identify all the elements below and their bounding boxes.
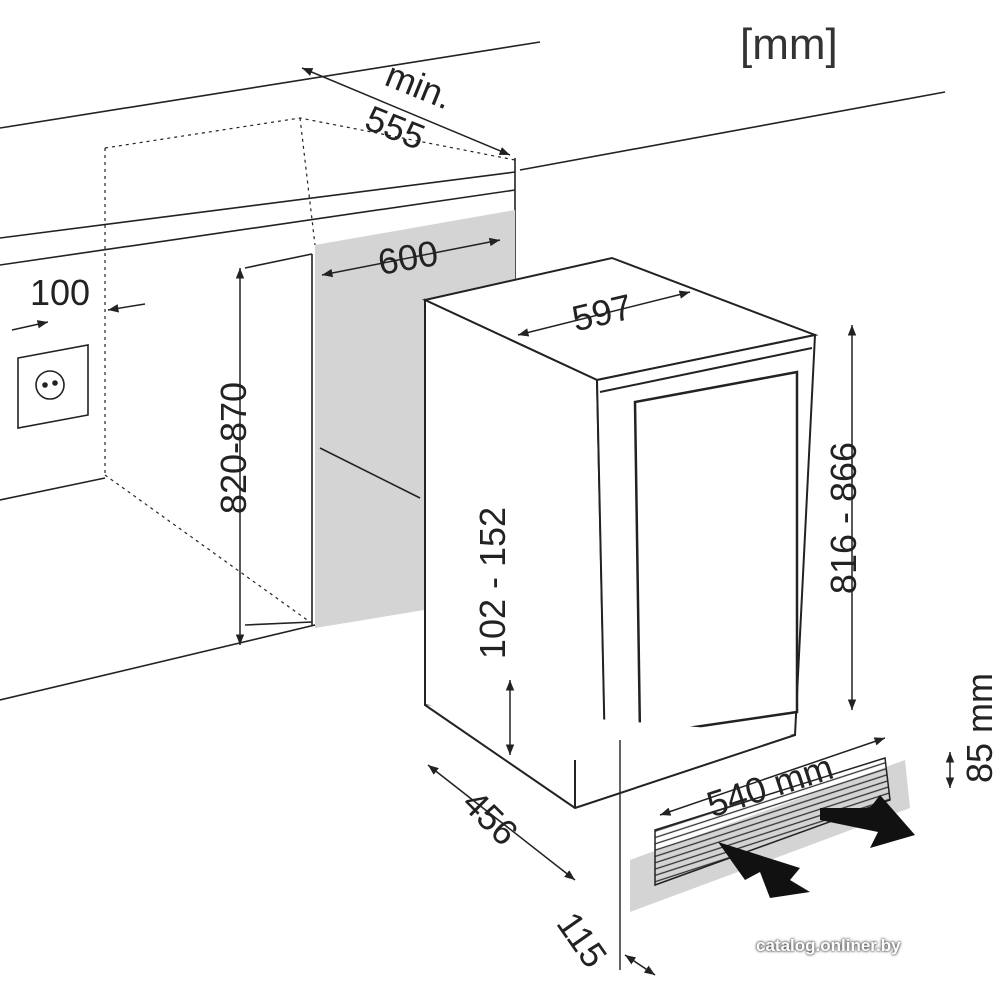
wine-cooler [421,256,819,810]
countertop-back [0,171,516,239]
dim-555 [301,67,511,156]
dim-540 [659,737,886,816]
watermark: catalog.onliner.by [756,936,901,955]
dim-597 [517,290,691,337]
socket-icon [17,344,89,429]
countertop-right [519,91,946,171]
air-in-arrow-icon [718,842,810,898]
label-816-866: 816 - 866 [823,441,865,595]
unit-label: [mm] [740,20,838,69]
countertop-front [0,189,516,266]
label-100: 100 [30,272,91,313]
label-600: 600 [374,232,442,283]
wall-line [0,41,541,129]
label-102-152: 102 - 152 [472,506,514,660]
dim-115 [624,954,656,976]
label-85mm: 85 mm [959,672,1000,784]
dim-456 [427,764,576,881]
niche-outline [104,117,516,161]
dim-600 [321,237,501,278]
label-820-870: 820-870 [213,381,255,515]
